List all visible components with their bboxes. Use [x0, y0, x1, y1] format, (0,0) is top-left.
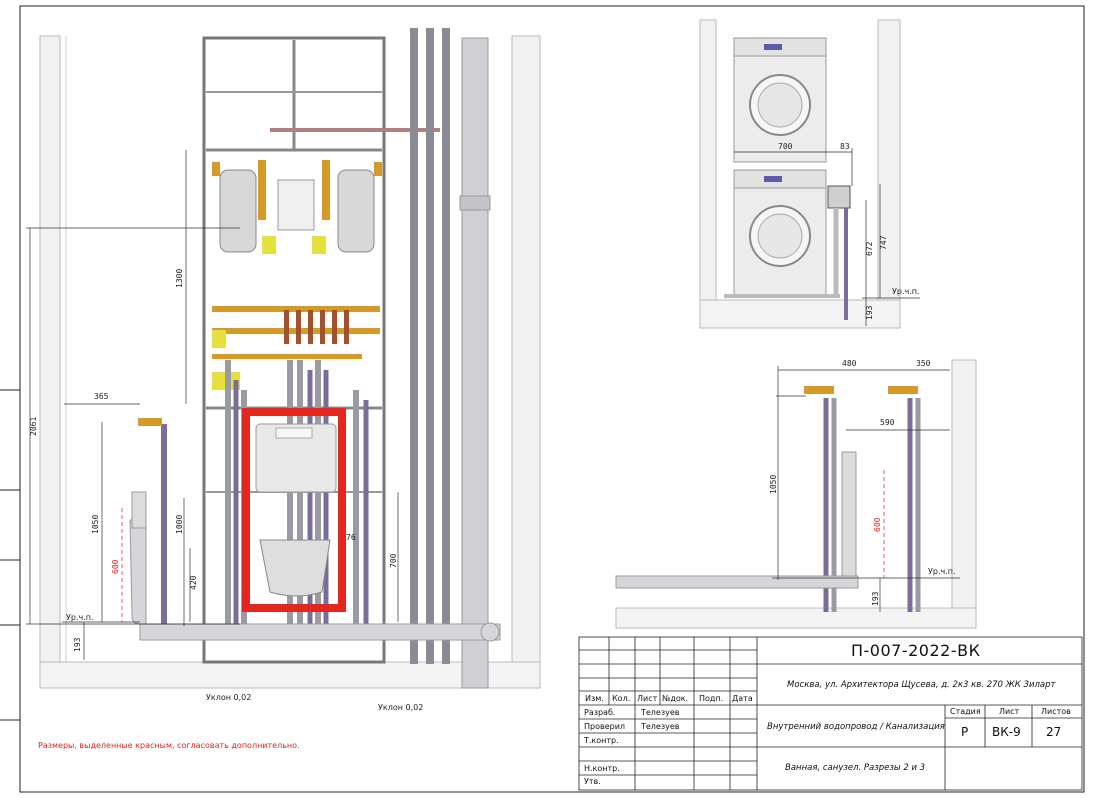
sheets-label: Листов — [1041, 707, 1071, 716]
name-checker: Телезуев — [641, 722, 680, 731]
sewer-elbow — [129, 519, 147, 625]
dim-right-floor: 193 — [871, 591, 880, 606]
role-norm-control: Н.контр. — [584, 764, 620, 773]
slope-label-2: Уклон 0,02 — [378, 703, 423, 712]
pump-unit — [277, 179, 315, 231]
dim-floor-offset: 193 — [73, 637, 82, 652]
header-list: Лист — [637, 694, 658, 703]
washer-valves — [827, 185, 851, 209]
drain-riser — [841, 451, 857, 579]
dim-washer-h1: 747 — [879, 235, 888, 250]
role-checker: Проверил — [584, 722, 626, 731]
title-block: П-007-2022-ВК Москва, ул. Архитектора Щу… — [579, 637, 1082, 790]
right-section-floor — [615, 607, 977, 629]
sewer-horizontal — [139, 623, 501, 641]
header-sign: Подп. — [699, 694, 724, 703]
system-name: Внутренний водопровод / Канализация — [767, 722, 945, 732]
section-right: 480 350 590 1050 600 193 Ур.ч.п. — [615, 359, 977, 629]
dim-washer-side: 83 — [840, 142, 850, 151]
dim-low: 420 — [189, 575, 198, 590]
tap-fitting-left — [138, 418, 162, 426]
washer-right-wall — [877, 19, 901, 329]
role-approved: Утв. — [584, 777, 601, 786]
washer-left-wall — [699, 19, 717, 329]
dim-total-height: 2061 — [29, 417, 38, 436]
right-floor-label: Ур.ч.п. — [928, 567, 956, 576]
stack-cleanout — [480, 622, 500, 642]
floor-slab — [39, 661, 541, 689]
header-date: Дата — [732, 694, 753, 703]
sheets-value: 27 — [1046, 725, 1062, 739]
toilet-frame — [242, 408, 346, 612]
toilet-bowl — [259, 539, 331, 597]
cistern — [255, 423, 337, 493]
stage-label: Стадия — [950, 707, 981, 716]
tap-fitting-r2 — [888, 386, 918, 394]
tap-fitting-r1 — [804, 386, 834, 394]
dim-washer-floor: 193 — [865, 305, 874, 320]
washer-top — [733, 37, 827, 163]
drawing-code: П-007-2022-ВК — [851, 641, 981, 660]
dim-frame-height: 1000 — [175, 515, 184, 534]
project-address: Москва, ул. Архитектора Щусева, д. 2к3 к… — [787, 680, 1056, 690]
dim-washer-width: 700 — [778, 142, 793, 151]
section-washer: 700 83 747 672 193 Ур.ч.п. — [699, 19, 920, 329]
role-developer: Разраб. — [584, 708, 616, 717]
drain-horizontal — [615, 575, 859, 589]
water-heater-left — [219, 169, 257, 253]
dim-right-d1: 480 — [842, 359, 857, 368]
dim-right-d3: 590 — [880, 418, 895, 427]
dim-right-d2: 350 — [916, 359, 931, 368]
washer-floor-label: Ур.ч.п. — [892, 287, 920, 296]
dim-small: 76 — [346, 533, 356, 542]
floor-level-label: Ур.ч.п. — [66, 613, 94, 622]
dim-tap-height: 1050 — [91, 515, 100, 534]
sewer-stack — [461, 37, 489, 689]
sheet-border — [19, 5, 1085, 793]
section-main: 2061 1300 365 1050 600 193 1000 420 700 … — [26, 28, 541, 750]
dim-washer-h2: 672 — [865, 241, 874, 256]
standpipe — [131, 491, 147, 529]
right-section-wall — [951, 359, 977, 613]
slope-label-1: Уклон 0,02 — [206, 693, 251, 702]
stage-value: Р — [961, 725, 969, 739]
sheet-label: Лист — [999, 707, 1020, 716]
manifold-valves — [284, 310, 349, 344]
header-kol: Кол. — [612, 694, 631, 703]
name-developer: Телезуев — [641, 708, 680, 717]
dim-upper: 1300 — [175, 269, 184, 288]
risers — [410, 28, 491, 689]
right-wall — [511, 35, 541, 665]
header-doc: №док. — [662, 694, 689, 703]
water-heater-right — [337, 169, 375, 253]
dim-right-red: 600 — [873, 517, 882, 532]
title-block-grid — [578, 636, 1083, 791]
dim-right-tap: 1050 — [769, 475, 778, 494]
washer-floor — [699, 299, 901, 329]
header-izm: Изм. — [585, 694, 604, 703]
installation-frame — [202, 36, 386, 664]
sheet-value: ВК-9 — [992, 725, 1021, 739]
dim-right: 700 — [389, 553, 398, 568]
dim-red-height: 600 — [111, 559, 120, 574]
sheet-title: Ванная, санузел. Разрезы 2 и 3 — [785, 763, 926, 773]
washer-bottom — [733, 169, 827, 297]
dim-offset-left: 365 — [94, 392, 109, 401]
note-red: Размеры, выделенные красным, согласовать… — [38, 741, 300, 750]
left-wall — [39, 35, 61, 665]
role-tech-control: Т.контр. — [584, 736, 619, 745]
